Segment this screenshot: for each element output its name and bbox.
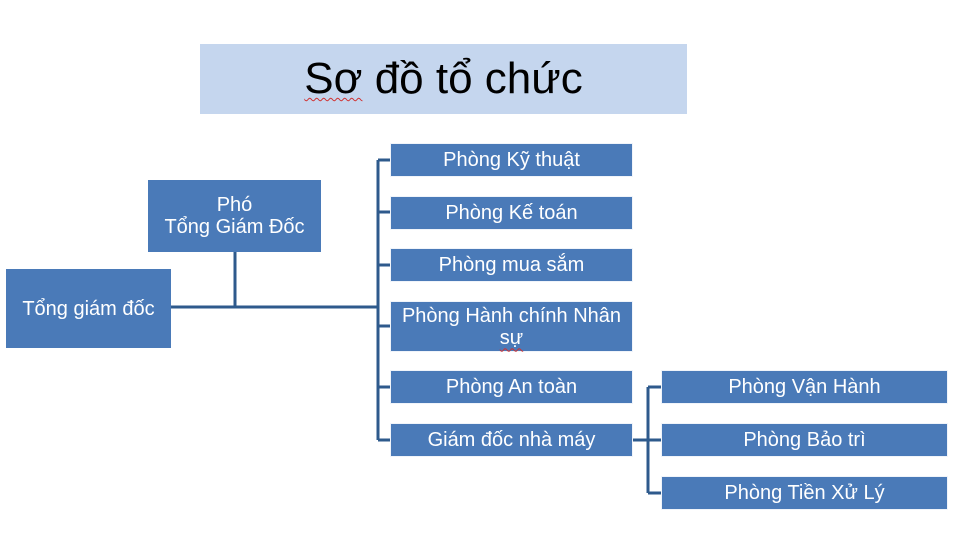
node-phong-bao-tri: Phòng Bảo trì xyxy=(661,423,948,457)
node-vice-ceo: Phó Tổng Giám Đốc xyxy=(148,180,321,252)
title-word-so: Sơ xyxy=(304,54,363,103)
node-label-line2: sự xyxy=(499,326,524,349)
node-label: Phòng mua sắm xyxy=(438,254,585,276)
node-label: Phòng An toàn xyxy=(445,376,578,398)
title-rest: đồ tổ chức xyxy=(362,54,583,103)
node-phong-ke-toan: Phòng Kế toán xyxy=(390,196,633,230)
node-phong-van-hanh: Phòng Vận Hành xyxy=(661,370,948,404)
node-giam-doc-nha-may: Giám đốc nhà máy xyxy=(390,423,633,457)
node-label: Phòng Tiền Xử Lý xyxy=(724,482,885,504)
node-label: Giám đốc nhà máy xyxy=(427,429,596,451)
node-phong-an-toan: Phòng An toàn xyxy=(390,370,633,404)
node-vice-ceo-line1: Phó xyxy=(216,194,253,216)
node-phong-ky-thuat: Phòng Kỹ thuật xyxy=(390,143,633,177)
node-ceo-label: Tổng giám đốc xyxy=(22,297,155,320)
chart-title: Sơ đồ tổ chức xyxy=(200,44,687,114)
node-phong-mua-sam: Phòng mua sắm xyxy=(390,248,633,282)
node-phong-tien-xu-ly: Phòng Tiền Xử Lý xyxy=(661,476,948,510)
node-vice-ceo-line2: Tổng Giám Đốc xyxy=(164,216,305,238)
node-ceo: Tổng giám đốc xyxy=(6,269,171,348)
node-label-line1: Phòng Hành chính Nhân xyxy=(401,304,622,327)
node-label: Phòng Kế toán xyxy=(445,202,578,224)
node-phong-hanh-chinh-nhan-su: Phòng Hành chính Nhân sự xyxy=(390,301,633,352)
node-label: Phòng Vận Hành xyxy=(728,376,881,398)
node-label: Phòng Bảo trì xyxy=(743,429,866,451)
node-label: Phòng Kỹ thuật xyxy=(443,149,580,171)
